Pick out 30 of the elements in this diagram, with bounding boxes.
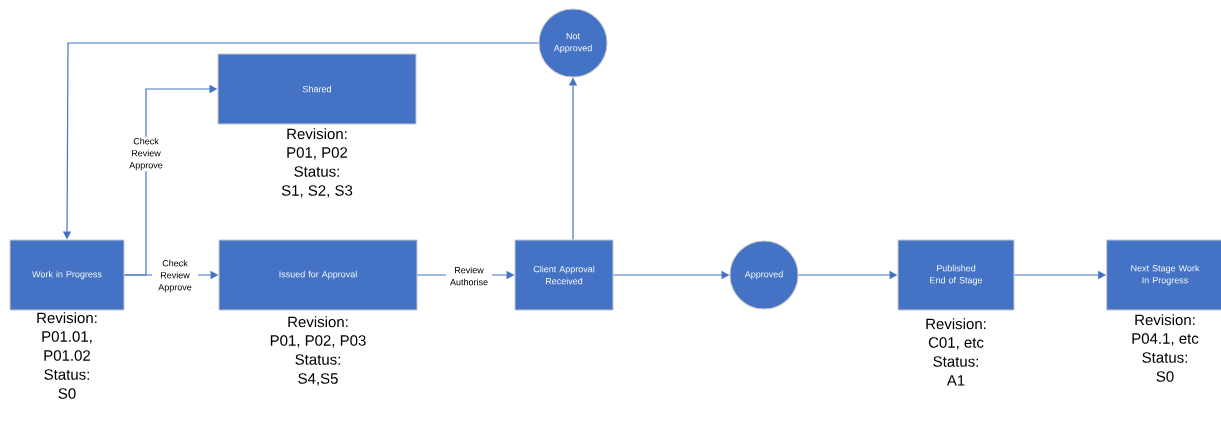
process-box: Client Approval Received (514, 239, 614, 311)
revision-note: Status: (933, 356, 978, 367)
revision-note: Status: (44, 369, 89, 380)
revision-note: Revision: (37, 312, 97, 324)
revision-note: P04.1, etc (1132, 333, 1199, 346)
revision-note: Status: (1142, 352, 1187, 363)
revision-note: Status: (295, 354, 340, 365)
revision-note: Revision: (1135, 314, 1195, 326)
revision-note: P01.01, (42, 331, 92, 344)
process-box: Work in Progress (9, 239, 125, 311)
edge-label: Check Review Approve (123, 136, 169, 172)
revision-note: P01, P02 (287, 147, 348, 160)
revision-note: Status: (294, 166, 339, 177)
revision-note: S4,S5 (298, 373, 338, 386)
revision-note: P01, P02, P03 (270, 335, 366, 348)
revision-note: Revision: (288, 316, 348, 328)
process-box: Shared (217, 53, 417, 125)
process-box: Next Stage Work In Progress (1106, 239, 1221, 311)
revision-note: S1, S2, S3 (281, 185, 353, 198)
revision-note: S0 (1156, 371, 1174, 382)
revision-note: C01, etc (928, 337, 984, 350)
revision-note: Revision: (926, 318, 986, 330)
revision-note: A1 (946, 375, 965, 386)
process-box: Published End of Stage (897, 239, 1015, 311)
edge-label: Check Review Approve (152, 258, 198, 294)
revision-note: P01.02 (44, 350, 90, 361)
revision-note: S0 (58, 388, 76, 399)
process-box: Issued for Approval (218, 239, 418, 311)
edge-label: Review Authorise (446, 265, 492, 287)
revision-note: Revision: (287, 128, 347, 140)
